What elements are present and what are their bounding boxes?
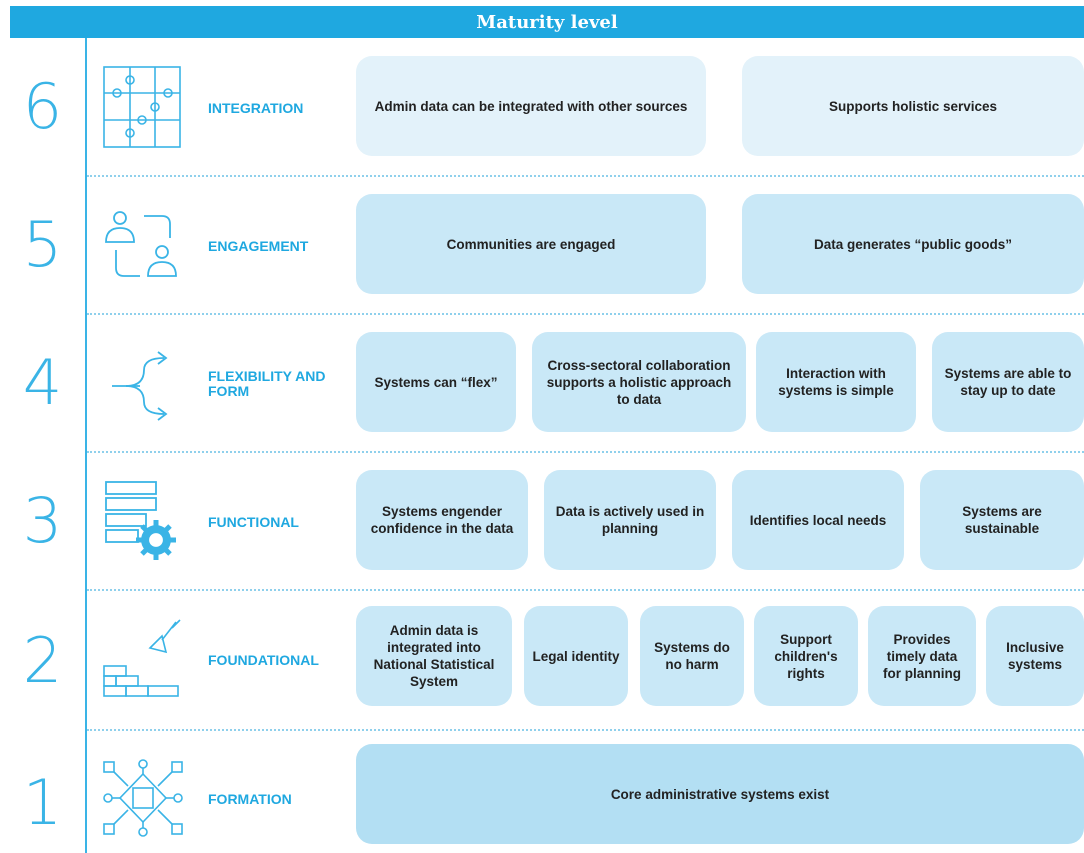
maturity-item: Systems engender confidence in the data [356,470,528,570]
level-label: ENGAGEMENT [208,238,309,254]
people-exchange-icon [100,200,186,290]
level-6-row: 6 INTEGRATION Admin data can be integrat… [0,38,1084,175]
maturity-item: Communities are engaged [356,194,706,294]
level-number: 4 [22,346,63,419]
level-number: 3 [22,484,63,557]
maturity-item: Cross-sectoral collaboration supports a … [532,332,746,432]
maturity-item: Systems are sustainable [920,470,1084,570]
puzzle-icon [100,63,186,153]
maturity-item: Identifies local needs [732,470,904,570]
maturity-item: Systems can “flex” [356,332,516,432]
level-label: INTEGRATION [208,100,304,116]
maturity-level-header: Maturity level [10,6,1084,38]
maturity-item: Systems do no harm [640,606,744,706]
maturity-item: Legal identity [524,606,628,706]
level-5-row: 5 ENGAGEMENT Communities are engaged Dat… [0,176,1084,313]
level-4-row: 4 FLEXIBILITY AND FORM Systems can “flex… [0,314,1084,451]
vertical-axis-line [85,38,87,853]
level-separator [87,175,1084,177]
maturity-item: Systems are able to stay up to date [932,332,1084,432]
maturity-item: Inclusive systems [986,606,1084,706]
maturity-item: Provides timely data for planning [868,606,976,706]
network-hub-icon [100,756,186,846]
level-3-row: 3 FUNCTIONAL Systems engender confidence… [0,452,1084,589]
header-title: Maturity level [476,11,618,33]
level-separator [87,451,1084,453]
bricks-trowel-icon [100,614,186,704]
level-label: FLEXIBILITY AND FORM [208,368,326,399]
level-label: FOUNDATIONAL [208,652,319,668]
maturity-item: Interaction with systems is simple [756,332,916,432]
maturity-item: Core administrative systems exist [356,744,1084,844]
level-1-row: 1 FORMATION Core administrative systems … [0,730,1084,853]
level-2-row: 2 FOUNDATIONAL Admin data is integrated … [0,590,1084,729]
maturity-item: Admin data can be integrated with other … [356,56,706,156]
level-number: 2 [22,624,63,697]
maturity-item: Data is actively used in planning [544,470,716,570]
database-gear-icon [100,476,186,566]
maturity-item: Data generates “public goods” [742,194,1084,294]
maturity-item: Supports holistic services [742,56,1084,156]
level-separator [87,729,1084,731]
level-separator [87,313,1084,315]
level-separator [87,589,1084,591]
level-number: 5 [22,208,63,281]
level-label: FUNCTIONAL [208,514,299,530]
level-number: 1 [22,766,63,839]
level-number: 6 [22,70,63,143]
branching-arrows-icon [100,338,186,428]
maturity-item: Admin data is integrated into National S… [356,606,512,706]
level-label: FORMATION [208,791,292,807]
maturity-item: Support children's rights [754,606,858,706]
